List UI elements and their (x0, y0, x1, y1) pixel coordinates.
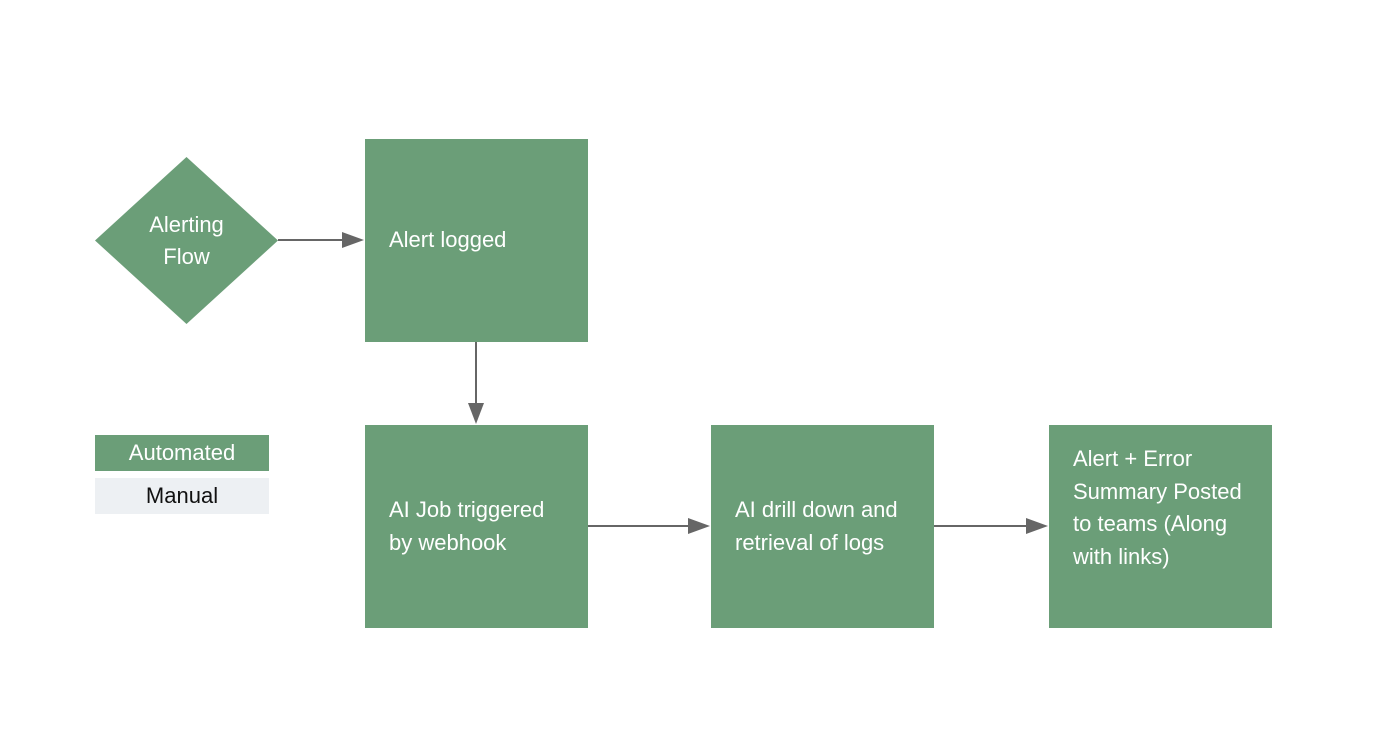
legend-automated: Automated (95, 435, 269, 471)
summary-node: Alert + Error Summary Posted to teams (A… (1049, 425, 1272, 628)
start-decision-node: Alerting Flow (95, 157, 278, 324)
legend-manual: Manual (95, 478, 269, 514)
start-node-label: Alerting Flow (149, 211, 224, 269)
arrow-alert-logged-to-ai-job (468, 342, 484, 424)
ai-job-node: AI Job triggered by webhook (365, 425, 588, 628)
alert-logged-node: Alert logged (365, 139, 588, 342)
legend-manual-label: Manual (145, 483, 219, 508)
drill-down-node: AI drill down and retrieval of logs (711, 425, 934, 628)
drill-down-label: AI drill down and retrieval of logs (735, 497, 898, 555)
legend-automated-label: Automated (128, 440, 236, 465)
alert-logged-label: Alert logged (389, 227, 507, 253)
ai-job-label: AI Job triggered by webhook (389, 497, 545, 555)
arrow-ai-job-to-drill-down (588, 518, 710, 534)
arrow-start-to-alert-logged (278, 232, 364, 248)
diamond-shape (95, 157, 278, 324)
arrow-drill-down-to-summary (934, 518, 1048, 534)
summary-label: Alert + Error Summary Posted to teams (A… (1073, 446, 1242, 569)
